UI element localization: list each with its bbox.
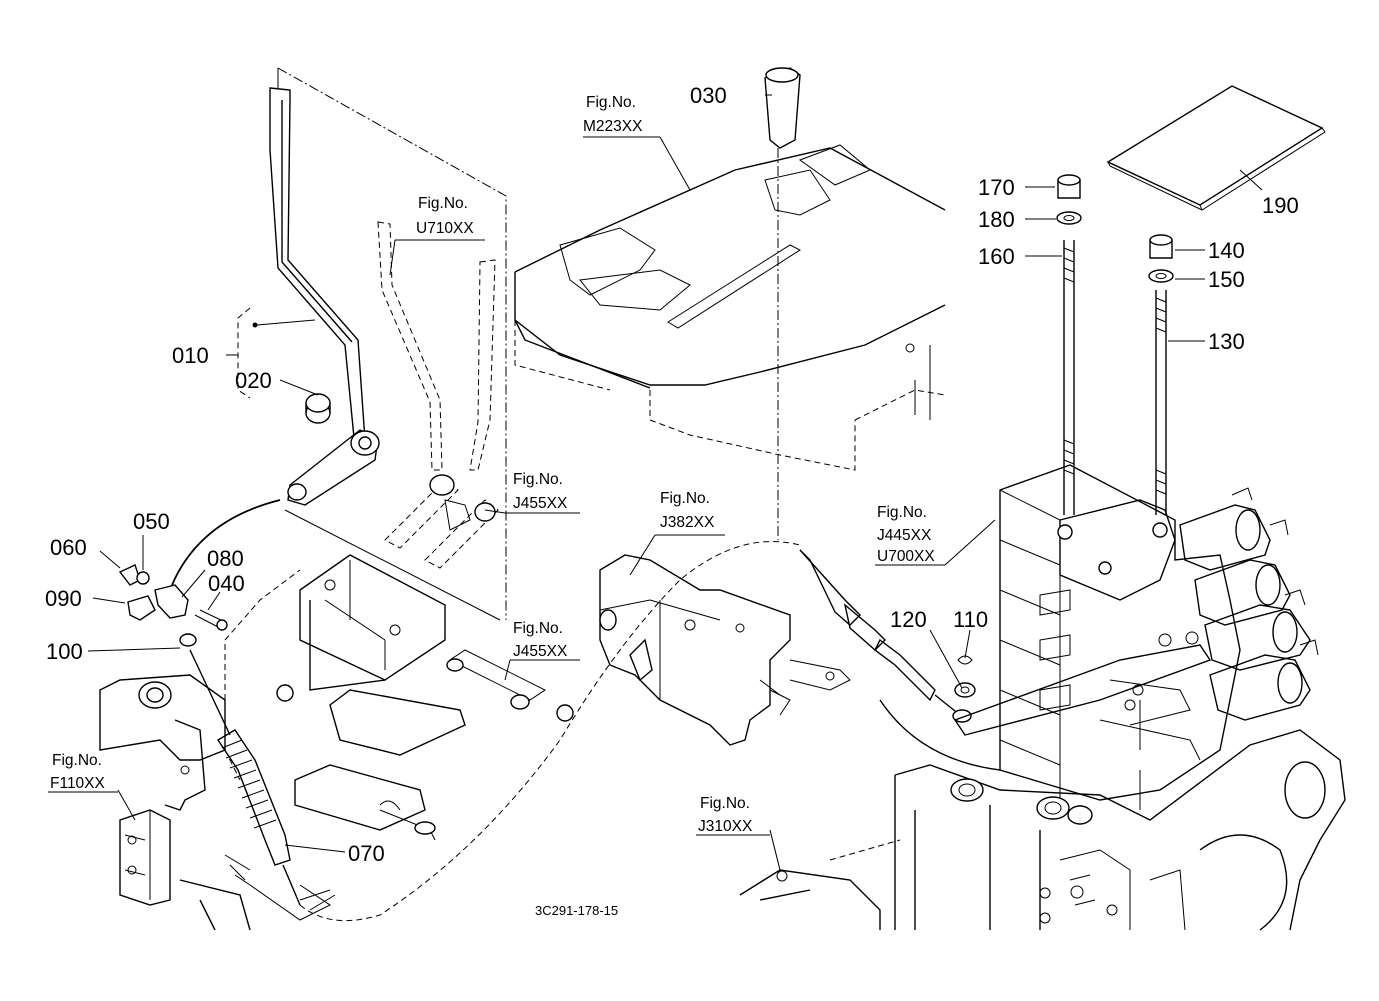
- valve-assembly: [953, 464, 1319, 801]
- fig-ref-prefix: Fig.No.: [586, 94, 636, 111]
- lever-assembly: [237, 67, 507, 621]
- fig-ref-prefix: Fig.No.: [513, 620, 563, 637]
- bracket-assembly: [276, 554, 574, 841]
- part-label-130: 130: [1208, 329, 1245, 354]
- mounting-hardware: [1056, 85, 1326, 515]
- control-cable: [171, 499, 972, 922]
- fig-ref-code: F110XX: [50, 775, 106, 792]
- fig-ref-code: J310XX: [698, 818, 753, 835]
- fig-ref-prefix: Fig.No.: [877, 504, 927, 521]
- fig-ref-u710: Fig.No. U710XX: [395, 195, 485, 241]
- part-label-010: 010: [172, 343, 209, 368]
- part-labels: 030 010 020 050 060 080 040 090 100 070 …: [45, 83, 1299, 866]
- fig-ref-code: U700XX: [877, 548, 935, 565]
- part-label-090: 090: [45, 586, 82, 611]
- fig-ref-j445-u700: Fig.No. J445XX U700XX: [875, 504, 945, 566]
- part-label-050: 050: [133, 509, 170, 534]
- fig-ref-prefix: Fig.No.: [700, 795, 750, 812]
- fig-ref-prefix: Fig.No.: [660, 490, 710, 507]
- part-label-030: 030: [690, 83, 727, 108]
- part-label-110: 110: [953, 607, 988, 632]
- fig-ref-code: J445XX: [877, 527, 932, 544]
- cable-end-hardware: [118, 564, 228, 647]
- part-label-040: 040: [208, 571, 245, 596]
- part-label-180: 180: [978, 207, 1015, 232]
- part-label-100: 100: [46, 639, 83, 664]
- figure-references: Fig.No. M223XX Fig.No. U710XX Fig.No. J4…: [48, 94, 945, 836]
- console-cover: [514, 67, 946, 540]
- fig-ref-j455-lower: Fig.No. J455XX: [510, 620, 580, 661]
- part-label-160: 160: [978, 244, 1015, 269]
- fig-ref-prefix: Fig.No.: [52, 752, 102, 769]
- fig-ref-j310: Fig.No. J310XX: [696, 795, 770, 836]
- part-label-190: 190: [1262, 193, 1299, 218]
- part-label-060: 060: [50, 535, 87, 560]
- part-label-140: 140: [1208, 238, 1245, 263]
- fig-ref-code: U710XX: [416, 220, 474, 237]
- pump-housing: [739, 684, 1346, 931]
- fig-ref-code: M223XX: [583, 118, 643, 135]
- part-label-070: 070: [348, 841, 385, 866]
- cable-bracket: [599, 554, 851, 746]
- fig-ref-j382: Fig.No. J382XX: [655, 490, 725, 536]
- part-label-170: 170: [978, 175, 1015, 200]
- part-label-080: 080: [207, 546, 244, 571]
- part-label-020: 020: [235, 368, 272, 393]
- part-label-120: 120: [890, 607, 927, 632]
- fig-ref-j455-upper: Fig.No. J455XX: [505, 471, 580, 514]
- fig-ref-code: J382XX: [660, 514, 715, 531]
- fig-ref-prefix: Fig.No.: [418, 195, 468, 212]
- leader-lines: [87, 94, 1263, 871]
- fig-ref-code: J455XX: [513, 643, 568, 660]
- part-label-150: 150: [1208, 267, 1245, 292]
- fig-ref-m223: Fig.No. M223XX: [583, 94, 660, 138]
- fig-ref-f110: Fig.No. F110XX: [48, 752, 118, 793]
- left-frame: [99, 569, 336, 931]
- drawing-code: 3C291-178-15: [535, 903, 618, 918]
- fig-ref-prefix: Fig.No.: [513, 471, 563, 488]
- fig-ref-code: J455XX: [513, 495, 568, 512]
